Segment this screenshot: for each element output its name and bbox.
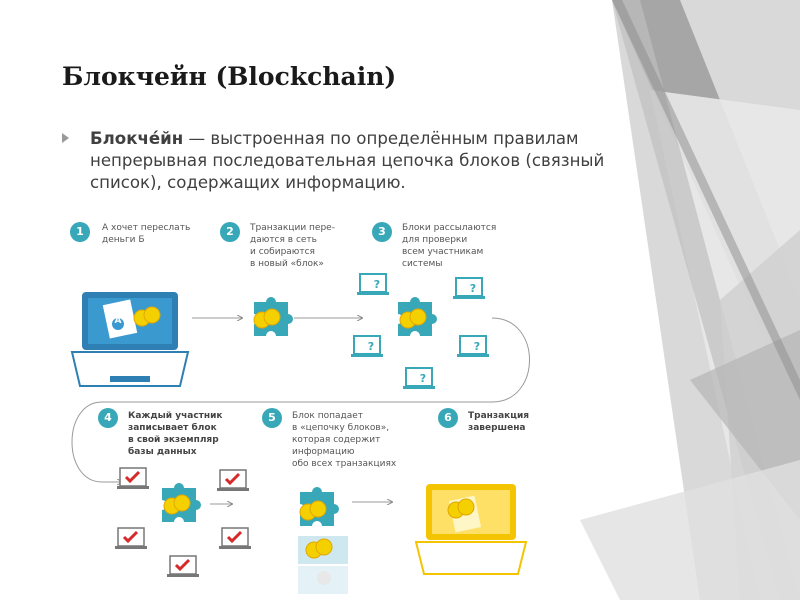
- step-number: 4: [98, 408, 118, 428]
- step-text: Блоки рассылаются для проверки всем учас…: [402, 223, 497, 269]
- question-mark-icon: ?: [419, 372, 427, 385]
- step-text: Транзакции пере- даются в сеть и собираю…: [250, 223, 335, 269]
- step-number: 1: [70, 222, 90, 242]
- step-number: 3: [372, 222, 392, 242]
- step-number: 5: [262, 408, 282, 428]
- laptop-badge: A: [114, 316, 122, 326]
- bullet-arrow-icon: [62, 133, 69, 143]
- blockchain-diagram: ? ? ? ? ? A 1 А хочет переслать деньги Б…: [62, 212, 562, 600]
- bullet-term: Блокче́йн: [90, 129, 184, 148]
- step-text: А хочет переслать деньги Б: [102, 223, 191, 245]
- step-number: 6: [438, 408, 458, 428]
- step-text: Каждый участник записывает блок в свой э…: [128, 411, 223, 457]
- step-text: Блок попадает в «цепочку блоков», котора…: [292, 411, 397, 469]
- diagram-graphics: [70, 273, 530, 594]
- bullet-text: Блокче́йн — выстроенная по определённым …: [90, 128, 660, 194]
- question-mark-icon: ?: [473, 340, 481, 353]
- bullet-definition: — выстроенная по определённым правилам н…: [90, 129, 605, 192]
- question-mark-icon: ?: [373, 278, 381, 291]
- question-mark-icon: ?: [367, 340, 375, 353]
- question-mark-icon: ?: [469, 282, 477, 295]
- slide-title: Блокчейн (Blockchain): [62, 62, 397, 91]
- step-number: 2: [220, 222, 240, 242]
- step-text: Транзакция завершена: [468, 411, 530, 433]
